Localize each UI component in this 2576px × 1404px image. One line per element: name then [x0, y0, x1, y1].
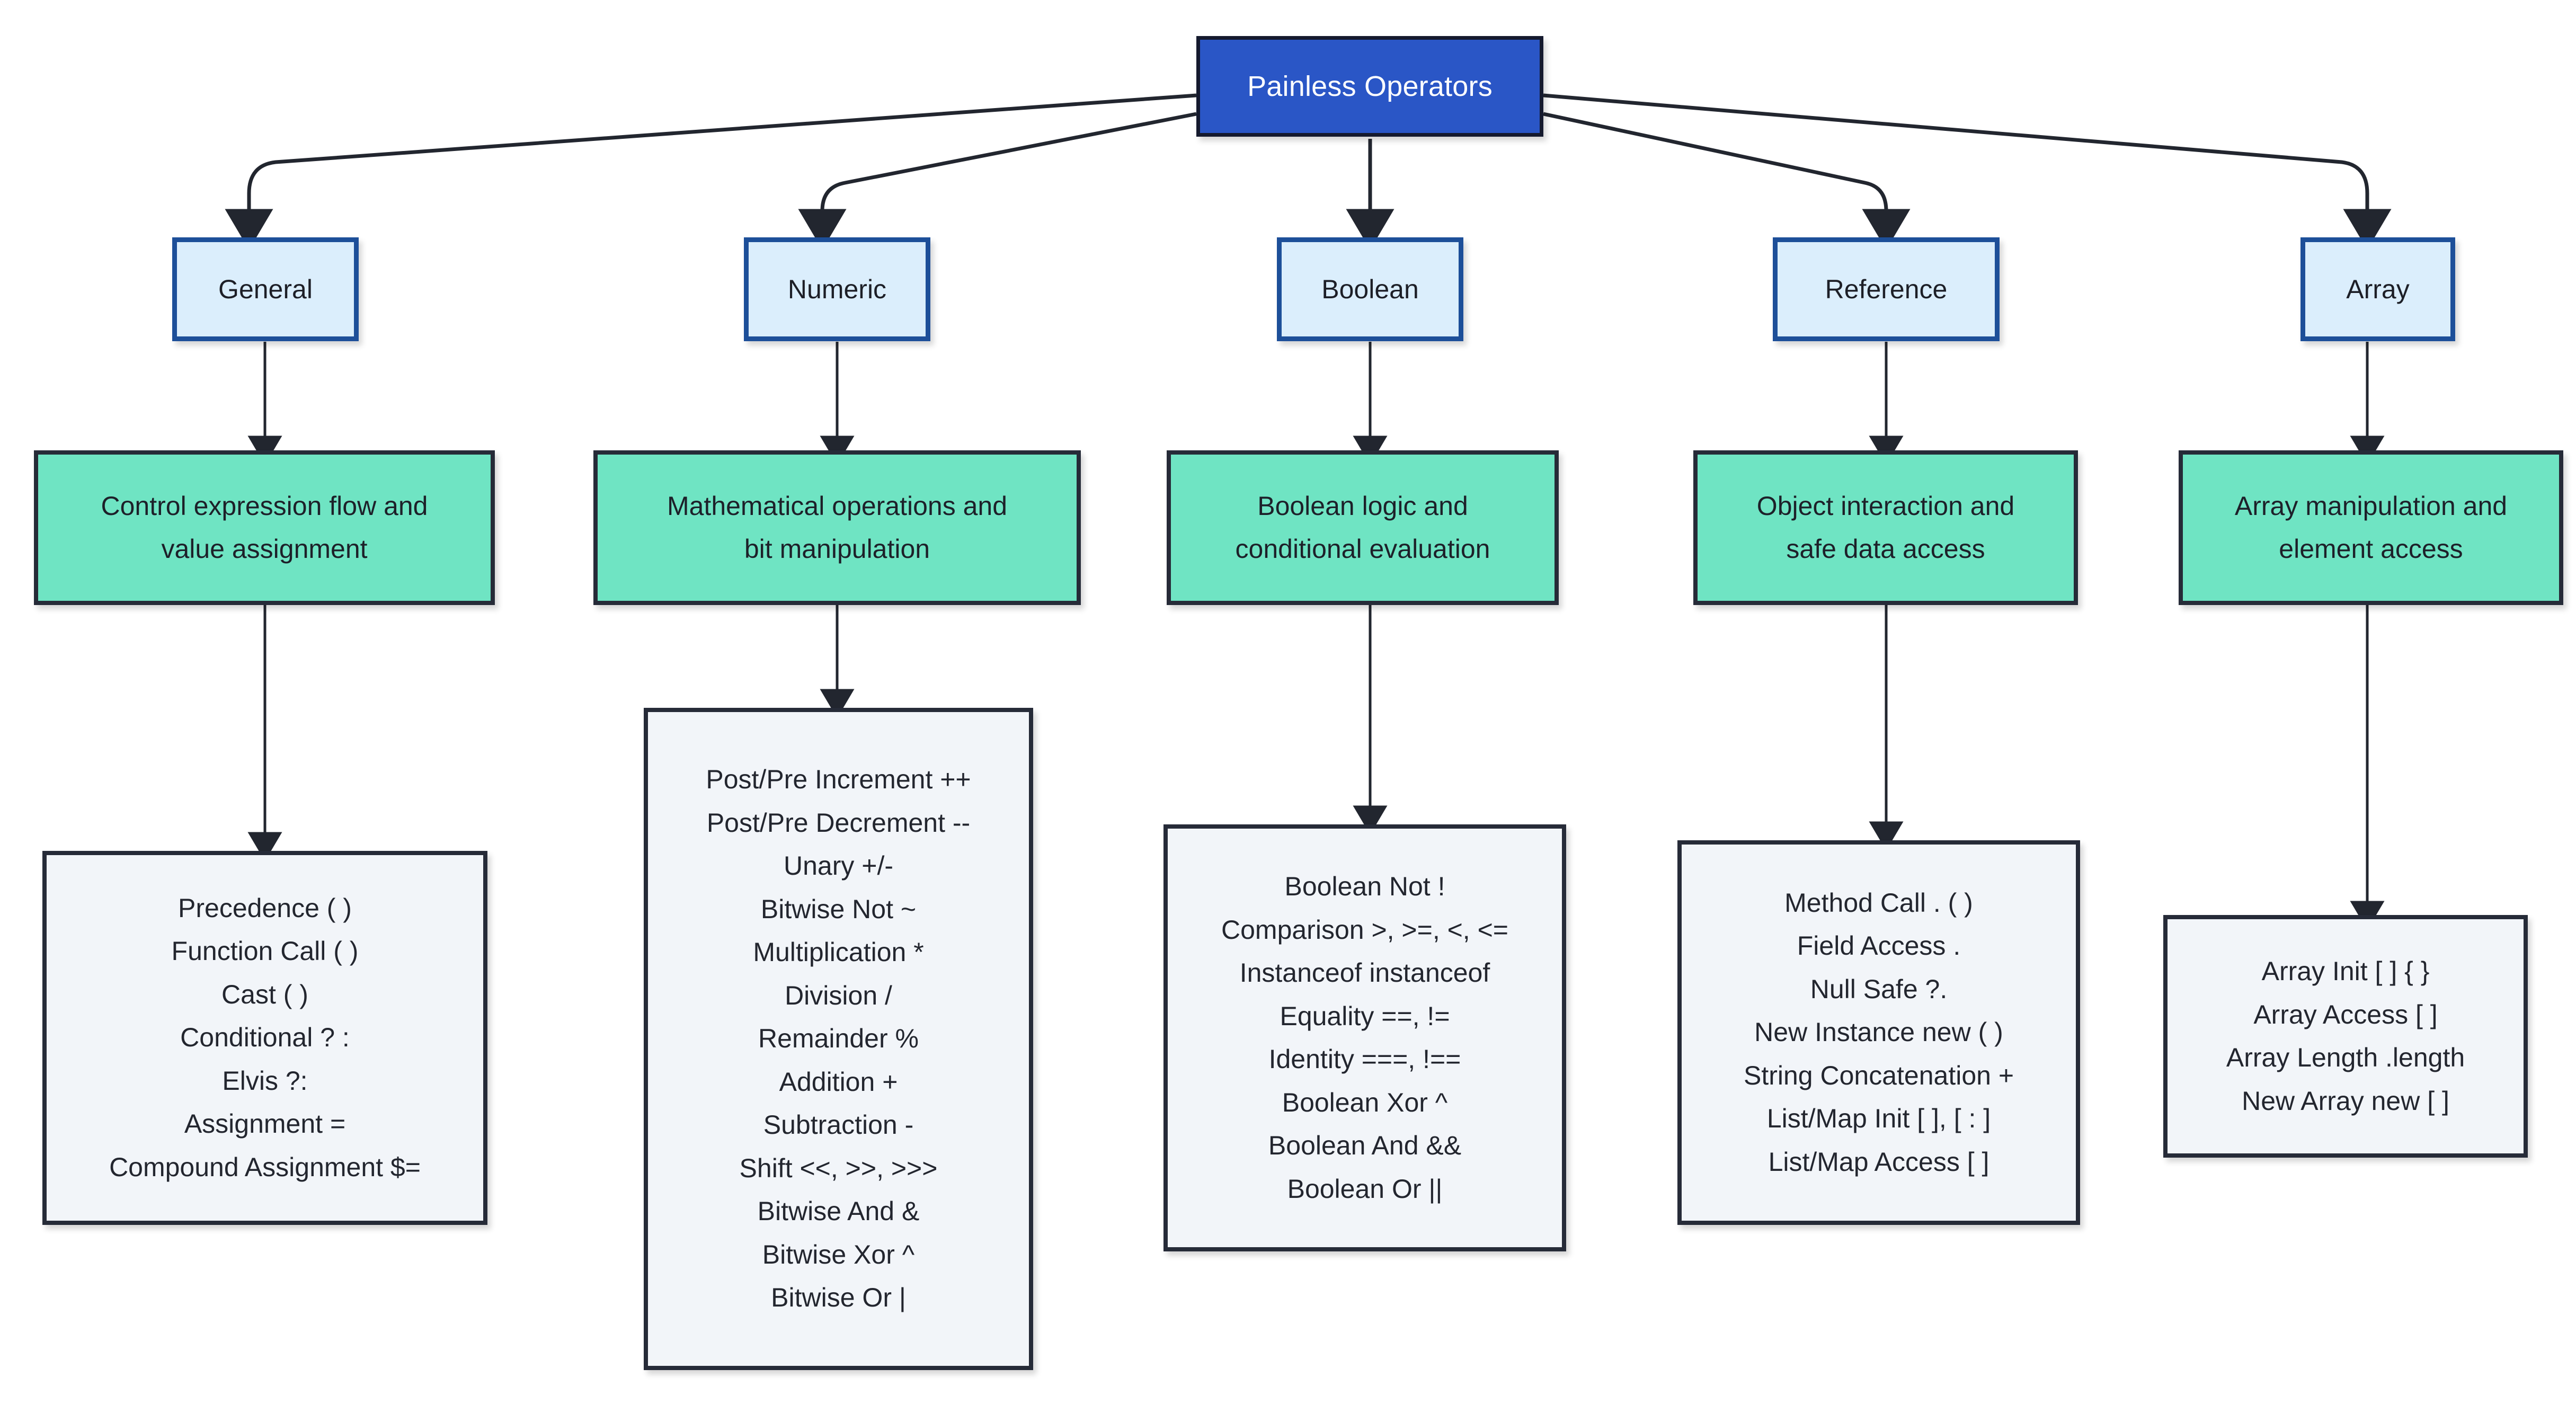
operator-item: Elvis ?: [222, 1065, 308, 1096]
description-node-reference[interactable]: Object interaction and safe data access [1693, 450, 2078, 605]
operator-item: Boolean Or || [1287, 1174, 1443, 1204]
operator-item: Function Call ( ) [171, 936, 359, 966]
category-node-array[interactable]: Array [2300, 237, 2455, 341]
root-node-painless-operators[interactable]: Painless Operators [1196, 36, 1543, 137]
operator-item: List/Map Init [ ], [ : ] [1766, 1104, 1991, 1134]
operator-item: Cast ( ) [221, 979, 308, 1009]
operator-item: Method Call . ( ) [1784, 887, 1973, 918]
operator-item: Shift <<, >>, >>> [739, 1153, 938, 1183]
category-label: General [218, 274, 313, 304]
operator-item: Instanceof instanceof [1239, 958, 1490, 988]
description-line: safe data access [1786, 534, 1985, 564]
operator-item: Subtraction - [763, 1110, 914, 1140]
category-node-numeric[interactable]: Numeric [744, 237, 930, 341]
operator-list-reference[interactable]: Method Call . ( ) Field Access . Null Safe… [1677, 840, 2080, 1225]
operator-item: Bitwise Or | [771, 1283, 906, 1313]
description-line: Control expression flow and [101, 491, 428, 521]
edge-root-to-reference [1543, 112, 1911, 250]
category-label: Array [2346, 274, 2410, 304]
category-label: Numeric [787, 274, 887, 304]
operator-item: New Array new [ ] [2242, 1086, 2449, 1116]
operator-item: Array Access [ ] [2253, 999, 2438, 1029]
category-node-boolean[interactable]: Boolean [1277, 237, 1463, 341]
description-line: bit manipulation [744, 534, 930, 564]
operator-item: Conditional ? : [180, 1023, 350, 1053]
description-node-numeric[interactable]: Mathematical operations and bit manipula… [593, 450, 1081, 605]
description-line: Boolean logic and [1257, 491, 1468, 521]
description-node-general[interactable]: Control expression flow and value assign… [34, 450, 495, 605]
category-node-reference[interactable]: Reference [1773, 237, 2000, 341]
operator-item: Bitwise And & [757, 1196, 920, 1227]
operator-item: Multiplication * [753, 937, 924, 967]
operator-list-boolean[interactable]: Boolean Not ! Comparison >, >=, <, <= Inst… [1163, 824, 1566, 1251]
operator-item: Addition + [779, 1067, 898, 1097]
operator-item: Compound Assignment $= [109, 1152, 421, 1182]
operator-item: Remainder % [758, 1024, 919, 1054]
edge-root-to-numeric [798, 112, 1197, 250]
operator-list-general[interactable]: Precedence ( ) Function Call ( ) Cast ( ) C… [42, 851, 487, 1225]
edge-root-to-general [225, 93, 1197, 250]
description-line: Array manipulation and [2234, 491, 2508, 521]
operator-item: Division / [785, 980, 892, 1010]
operator-item: Identity ===, !== [1268, 1044, 1461, 1074]
category-label: Boolean [1321, 274, 1419, 304]
category-label: Reference [1825, 274, 1948, 304]
operator-list-numeric[interactable]: Post/Pre Increment ++ Post/Pre Decrement … [644, 708, 1033, 1370]
root-node-label: Painless Operators [1247, 70, 1493, 102]
operator-item: Bitwise Not ~ [760, 894, 917, 924]
operator-item: List/Map Access [ ] [1768, 1147, 1989, 1177]
operator-item: Unary +/- [783, 851, 893, 881]
operator-item: Post/Pre Increment ++ [706, 765, 971, 795]
operator-list-array[interactable]: Array Init [ ] { } Array Access [ ] Array … [2163, 915, 2528, 1158]
operator-item: New Instance new ( ) [1754, 1017, 2003, 1047]
operator-item: Equality ==, != [1280, 1001, 1450, 1031]
description-line: element access [2279, 534, 2463, 564]
category-node-general[interactable]: General [172, 237, 359, 341]
edge-root-to-array [1543, 93, 2392, 250]
operator-item: Null Safe ?. [1810, 974, 1948, 1004]
operator-item: Precedence ( ) [178, 893, 352, 923]
operator-item: Boolean Xor ^ [1282, 1087, 1448, 1117]
operator-item: Boolean And && [1268, 1131, 1462, 1160]
operator-item: Post/Pre Decrement -- [706, 807, 971, 838]
operator-item: Bitwise Xor ^ [762, 1239, 915, 1269]
operator-item: Array Init [ ] { } [2261, 956, 2430, 986]
description-node-boolean[interactable]: Boolean logic and conditional evaluation [1167, 450, 1559, 605]
operator-item: Field Access . [1797, 931, 1961, 961]
description-node-array[interactable]: Array manipulation and element access [2179, 450, 2563, 605]
operator-item: Comparison >, >=, <, <= [1221, 914, 1508, 945]
description-line: conditional evaluation [1235, 534, 1490, 564]
description-line: value assignment [161, 534, 368, 564]
operator-item: Array Length .length [2226, 1043, 2465, 1072]
operator-item: String Concatenation + [1743, 1060, 2014, 1090]
description-line: Mathematical operations and [667, 491, 1008, 521]
description-line: Object interaction and [1756, 491, 2015, 521]
operator-item: Boolean Not ! [1284, 872, 1445, 901]
operator-item: Assignment = [184, 1109, 346, 1139]
